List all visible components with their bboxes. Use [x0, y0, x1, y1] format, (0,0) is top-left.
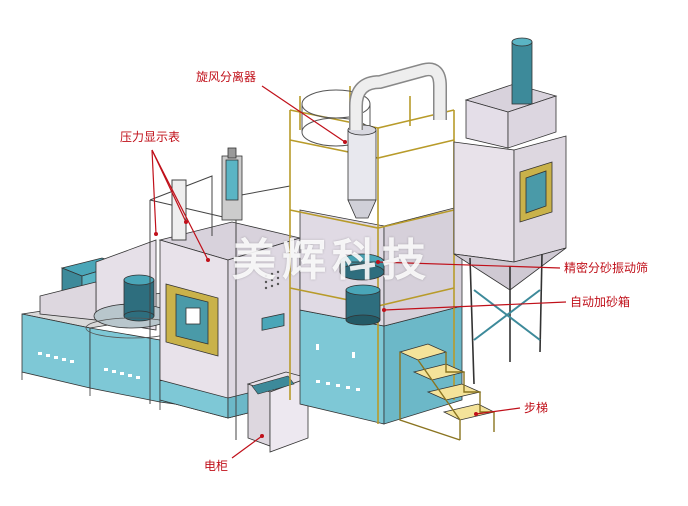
cyclone-body — [347, 62, 447, 219]
label-cyclone-separator: 旋风分离器 — [196, 70, 257, 84]
label-electric-cabinet: 电柜 — [204, 459, 229, 473]
gauge-column — [221, 147, 243, 221]
ladder-drawing — [398, 343, 496, 441]
watermark-text: 美辉科技 — [232, 235, 432, 286]
sand-box-drawing — [345, 284, 381, 326]
leader-lines — [151, 85, 567, 459]
dust-collector — [453, 37, 567, 385]
turntable — [85, 274, 179, 339]
control-panel — [251, 375, 295, 395]
label-vibrating-screen: 精密分砂振动筛 — [564, 261, 649, 275]
label-pressure-gauge: 压力显示表 — [120, 130, 181, 144]
leader-arrowheads — [154, 140, 478, 438]
label-auto-sand-box: 自动加砂箱 — [570, 295, 631, 309]
vibrating-screen-drawing — [339, 253, 385, 281]
label-ladder: 步梯 — [524, 401, 549, 415]
